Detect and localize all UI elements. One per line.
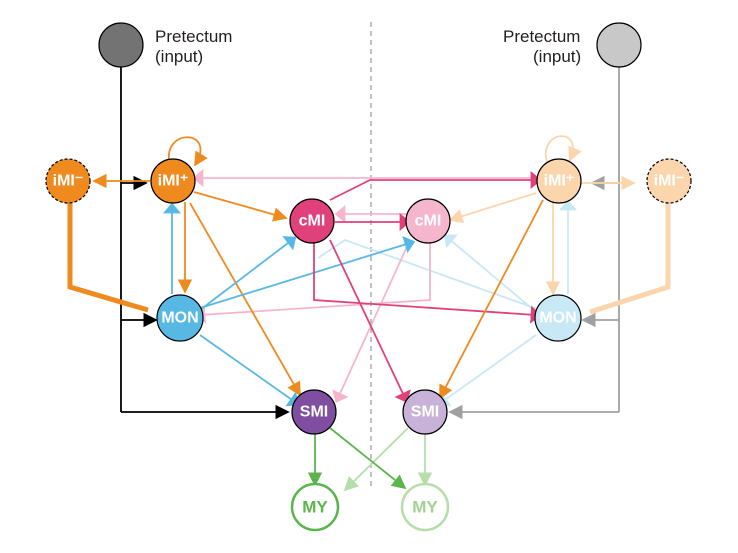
imi-plus-left-label: iMI⁺ xyxy=(158,173,189,190)
imi-minus-left-node xyxy=(45,158,91,204)
mon-right-node xyxy=(534,294,582,342)
connections-left xyxy=(67,136,544,490)
mon-right-label: MON xyxy=(539,310,576,327)
connections-right-light xyxy=(192,135,671,492)
imi-minus-left-label: iMI⁻ xyxy=(53,173,84,190)
my-left-label: MY xyxy=(302,498,328,517)
my-right-label: MY xyxy=(412,498,438,517)
smi-right-node xyxy=(402,389,448,435)
imi-minus-right-label: iMI⁻ xyxy=(654,173,685,190)
mon-left-label: MON xyxy=(161,310,198,327)
imi-plus-right-label: iMI⁺ xyxy=(544,173,575,190)
pretectum-right-caption-line1: Pretectum xyxy=(503,27,580,46)
pretectum-right-node xyxy=(596,22,642,68)
imi-plus-left-node xyxy=(150,158,196,204)
cmi-left-node xyxy=(289,198,335,244)
mon-left-node xyxy=(156,294,204,342)
my-right-node xyxy=(400,482,450,532)
my-left-node xyxy=(290,482,340,532)
cmi-right-label: cMI xyxy=(415,213,442,230)
smi-left-node xyxy=(291,389,337,435)
pretectum-left-node xyxy=(98,22,144,68)
pretectum-left-caption-line2: (input) xyxy=(155,47,203,66)
input-lines-right xyxy=(448,65,620,420)
input-lines-left xyxy=(120,65,290,420)
imi-minus-right-node xyxy=(646,158,692,204)
imi-plus-right-node xyxy=(536,158,582,204)
smi-right-label: SMI xyxy=(411,404,439,421)
cmi-left-label: cMI xyxy=(299,213,326,230)
pretectum-right-caption-line2: (input) xyxy=(533,47,581,66)
smi-left-label: SMI xyxy=(300,404,328,421)
pretectum-left-caption-line1: Pretectum xyxy=(155,27,232,46)
cmi-right-node xyxy=(405,198,451,244)
